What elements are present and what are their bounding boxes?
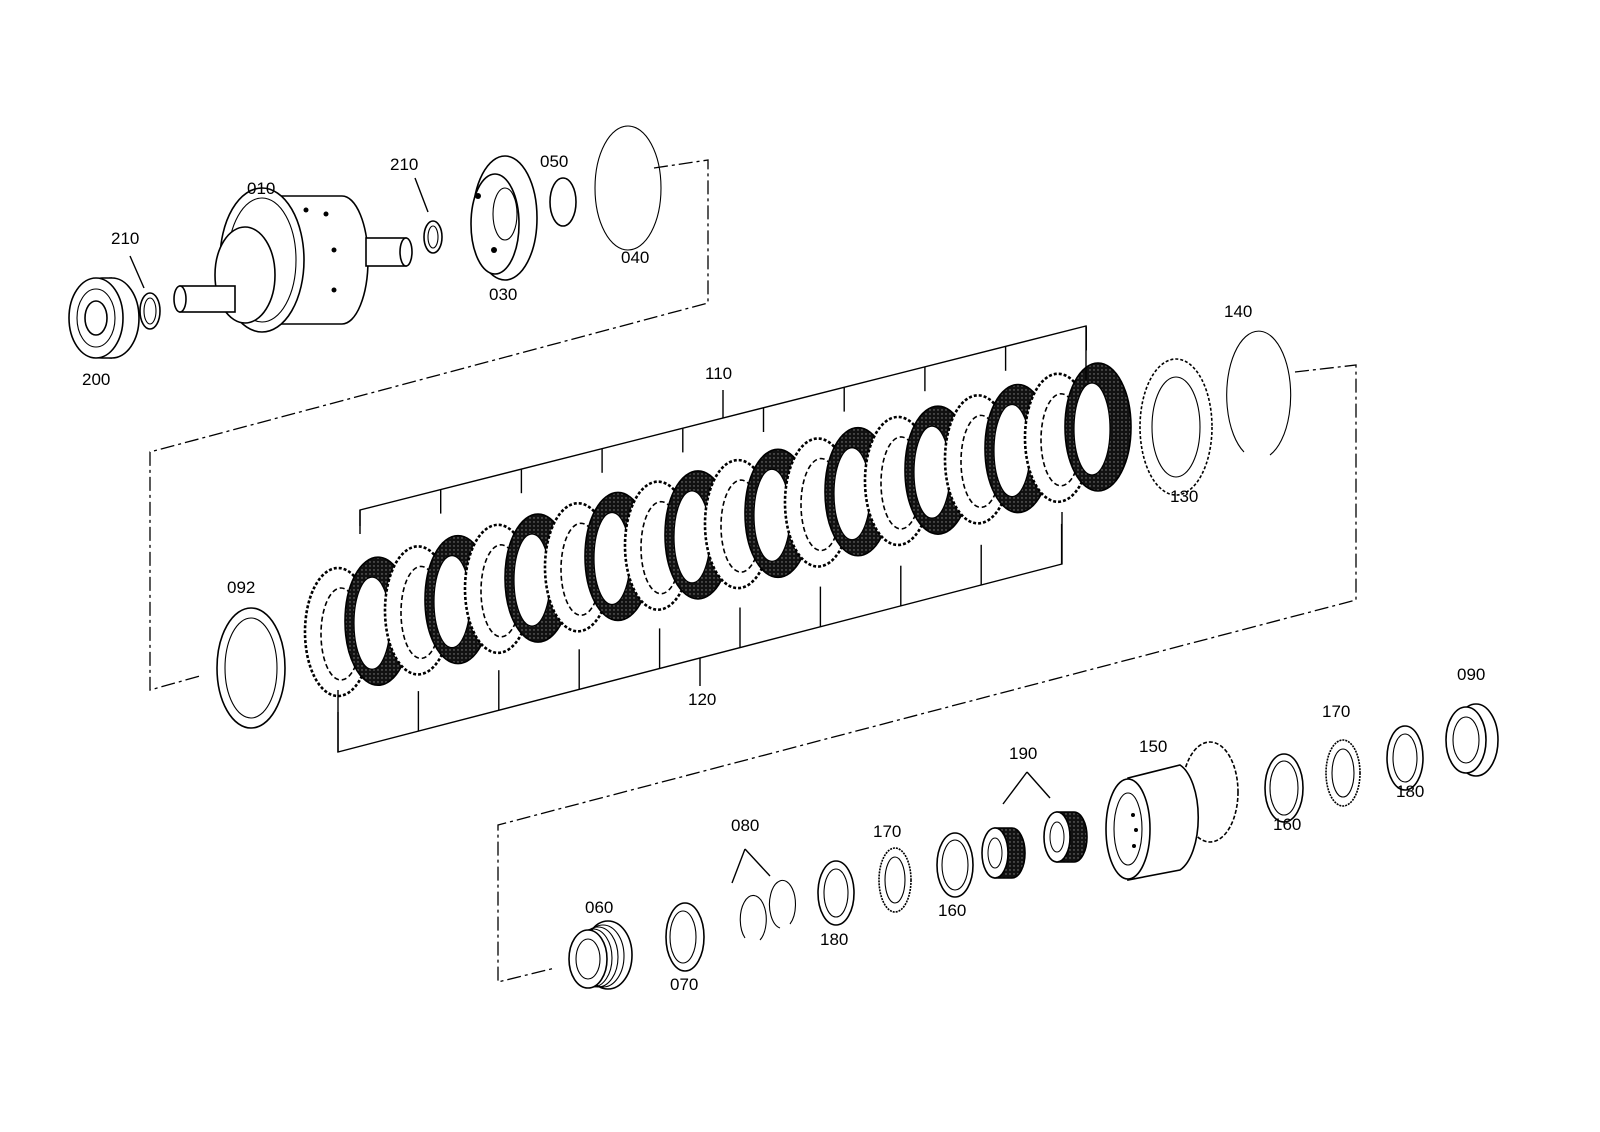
leader-lines xyxy=(129,177,1051,884)
label-120: 120 xyxy=(688,690,716,709)
part-070-ring xyxy=(665,902,705,972)
label-190: 190 xyxy=(1009,744,1037,763)
label-050: 050 xyxy=(540,152,568,171)
bracket-ticks xyxy=(337,326,1088,752)
part-130-thrust-disc xyxy=(1139,358,1213,496)
part-190-needle-bearings xyxy=(981,811,1088,879)
friction-disc-bore xyxy=(513,533,551,627)
part-030-piston xyxy=(470,155,538,281)
label-110: 110 xyxy=(705,364,732,383)
label-210a: 210 xyxy=(111,229,139,248)
label-180a: 180 xyxy=(820,930,848,949)
label-090: 090 xyxy=(1457,665,1485,684)
label-160b: 160 xyxy=(1273,815,1301,834)
label-170a: 170 xyxy=(873,822,901,841)
part-labels: 010 030 040 050 060 070 080 090 092 110 … xyxy=(82,152,1485,994)
part-150-gear xyxy=(1105,741,1239,881)
part-060-spring xyxy=(568,920,633,990)
part-210-snap-ring-right xyxy=(423,220,443,254)
part-170-bearing-right xyxy=(1325,739,1361,807)
label-080: 080 xyxy=(731,816,759,835)
friction-disc-bore xyxy=(593,511,631,606)
part-010-shaft-drum xyxy=(173,187,413,333)
label-200: 200 xyxy=(82,370,110,389)
label-092: 092 xyxy=(227,578,255,597)
friction-disc-bore xyxy=(1073,382,1111,476)
label-060: 060 xyxy=(585,898,613,917)
label-180b: 180 xyxy=(1396,782,1424,801)
part-050-o-ring xyxy=(549,177,577,227)
part-040-o-ring xyxy=(594,125,662,251)
part-170-bearing-left xyxy=(878,847,912,913)
label-010: 010 xyxy=(247,179,275,198)
friction-disc-bore xyxy=(353,576,391,670)
label-070: 070 xyxy=(670,975,698,994)
part-200-bearing xyxy=(68,277,140,359)
part-180-washer-left xyxy=(817,860,855,926)
friction-disc-bore xyxy=(673,490,711,584)
friction-disc-bore xyxy=(913,425,951,519)
label-160a: 160 xyxy=(938,901,966,920)
part-140-snap-ring xyxy=(1226,330,1292,456)
friction-disc-bore xyxy=(833,447,871,541)
friction-disc-bore xyxy=(433,555,471,649)
label-210b: 210 xyxy=(390,155,418,174)
label-150: 150 xyxy=(1139,737,1167,756)
part-180-washer-right xyxy=(1386,725,1424,791)
label-030: 030 xyxy=(489,285,517,304)
part-092-washer xyxy=(216,607,286,729)
part-210-snap-ring-left xyxy=(139,292,161,330)
assembly-axis-lines xyxy=(149,159,1357,983)
friction-disc-bore xyxy=(993,403,1031,498)
part-090-bearing xyxy=(1445,703,1499,777)
label-140: 140 xyxy=(1224,302,1252,321)
clutch-pack-discs xyxy=(303,362,1132,698)
label-040: 040 xyxy=(621,248,649,267)
friction-disc-bore xyxy=(753,468,791,562)
part-160-washer-left xyxy=(936,832,974,898)
label-170b: 170 xyxy=(1322,702,1350,721)
part-080-circlips xyxy=(739,879,797,941)
part-160-washer-right xyxy=(1264,753,1304,823)
label-130: 130 xyxy=(1170,487,1198,506)
